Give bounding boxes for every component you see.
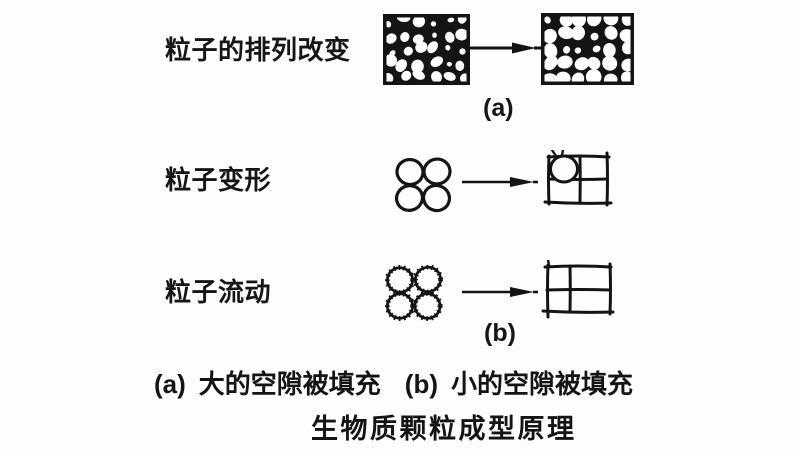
caption-a-tag: (a): [154, 369, 186, 399]
filled-grid-icon: [541, 260, 615, 319]
caption-b-text: 小的空隙被填充: [451, 369, 634, 399]
four-rough-particles-icon: [385, 265, 444, 321]
four-particles-icon: [395, 157, 452, 213]
deformed-grid-icon: [543, 150, 613, 207]
packed-particles: [542, 13, 634, 85]
figure-caption: (a) 大的空隙被填充 (b) 小的空隙被填充: [154, 371, 633, 397]
particle-box-packed-icon: [541, 13, 634, 85]
subfigure-label-b: (b): [484, 319, 516, 347]
arrow-right-icon: [462, 177, 538, 187]
figure-title: 生物质颗粒成型原理: [311, 414, 577, 444]
particle-box-loose-icon: [383, 14, 470, 85]
arrow-right-icon: [466, 42, 543, 54]
row-label-deformation: 粒子变形: [165, 165, 272, 195]
remaining-particle: [549, 154, 579, 184]
box-frame: [541, 13, 634, 85]
row-label-flow: 粒子流动: [165, 277, 272, 307]
caption-a: (a) 大的空隙被填充: [154, 371, 381, 397]
caption-b-tag: (b): [404, 369, 438, 399]
caption-b: (b) 小的空隙被填充: [405, 371, 633, 397]
arrow-right-icon: [462, 287, 538, 297]
subfigure-label-a: (a): [483, 94, 514, 122]
caption-a-text: 大的空隙被填充: [198, 369, 381, 399]
row-label-rearrangement: 粒子的排列改变: [165, 35, 351, 65]
